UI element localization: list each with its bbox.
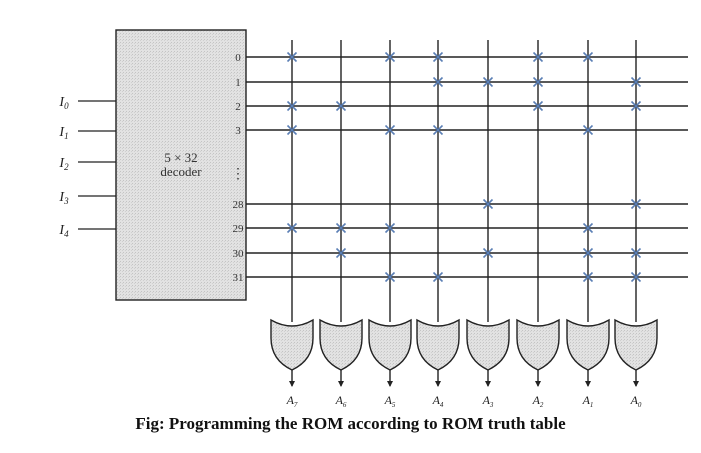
connection-cross-icon (482, 198, 494, 210)
output-row-label: 3 (235, 125, 241, 137)
arrow-icon (435, 381, 441, 387)
connection-cross-icon (432, 124, 444, 136)
output-row-label: 1 (235, 77, 241, 89)
arrow-icon (289, 381, 295, 387)
connection-cross-icon (432, 271, 444, 283)
row-ellipsis: ⋮ (231, 167, 245, 182)
connection-cross-icon (384, 222, 396, 234)
output-label: A4 (432, 393, 444, 409)
output-label: A1 (582, 393, 594, 409)
output-row-label: 28 (233, 199, 245, 211)
decoder-size-label: 5 × 32 (164, 150, 197, 165)
or-gate (416, 318, 460, 371)
connection-cross-icon (630, 247, 642, 259)
connection-cross-icon (582, 247, 594, 259)
or-gate (614, 318, 658, 371)
arrow-icon (387, 381, 393, 387)
connection-cross-icon (582, 222, 594, 234)
or-gate (319, 318, 363, 371)
arrow-icon (338, 381, 344, 387)
output-row-label: 30 (233, 248, 245, 260)
or-gate (516, 318, 560, 371)
input-label: I0 (58, 95, 69, 111)
decoder-name-label: decoder (160, 164, 202, 179)
or-gate (466, 318, 510, 371)
output-label: A0 (630, 393, 642, 409)
arrow-icon (633, 381, 639, 387)
connection-cross-icon (335, 222, 347, 234)
connection-cross-icon (335, 100, 347, 112)
connection-cross-icon (482, 76, 494, 88)
connection-cross-icon (286, 51, 298, 63)
output-label: A3 (482, 393, 494, 409)
connection-cross-icon (384, 271, 396, 283)
output-label: A5 (384, 393, 396, 409)
arrow-icon (535, 381, 541, 387)
connection-cross-icon (582, 124, 594, 136)
or-gate (566, 318, 610, 371)
connection-cross-icon (286, 100, 298, 112)
connection-cross-icon (384, 124, 396, 136)
connection-cross-icon (532, 51, 544, 63)
or-gate (368, 318, 412, 371)
decoder-block (115, 29, 247, 301)
connection-cross-icon (630, 198, 642, 210)
output-label: A2 (532, 393, 544, 409)
connection-cross-icon (630, 100, 642, 112)
input-label: I1 (58, 125, 68, 141)
connection-cross-icon (384, 51, 396, 63)
connection-cross-icon (532, 100, 544, 112)
connection-cross-icon (630, 271, 642, 283)
output-row-label: 31 (233, 272, 244, 284)
output-row-label: 2 (235, 101, 241, 113)
connection-cross-icon (532, 76, 544, 88)
output-label: A6 (335, 393, 347, 409)
or-gate (270, 318, 314, 371)
connection-cross-icon (432, 76, 444, 88)
connection-cross-icon (286, 124, 298, 136)
output-row-label: 29 (233, 223, 245, 235)
connection-cross-icon (482, 247, 494, 259)
input-label: I2 (58, 156, 69, 172)
input-label: I3 (58, 190, 69, 206)
arrow-icon (585, 381, 591, 387)
connection-cross-icon (432, 51, 444, 63)
connection-cross-icon (582, 271, 594, 283)
input-label: I4 (58, 223, 69, 239)
connection-cross-icon (582, 51, 594, 63)
output-row-label: 0 (235, 52, 241, 64)
output-label: A7 (286, 393, 298, 409)
connection-cross-icon (335, 247, 347, 259)
connection-cross-icon (630, 76, 642, 88)
figure-caption: Fig: Programming the ROM according to RO… (135, 414, 566, 433)
arrow-icon (485, 381, 491, 387)
connection-cross-icon (286, 222, 298, 234)
